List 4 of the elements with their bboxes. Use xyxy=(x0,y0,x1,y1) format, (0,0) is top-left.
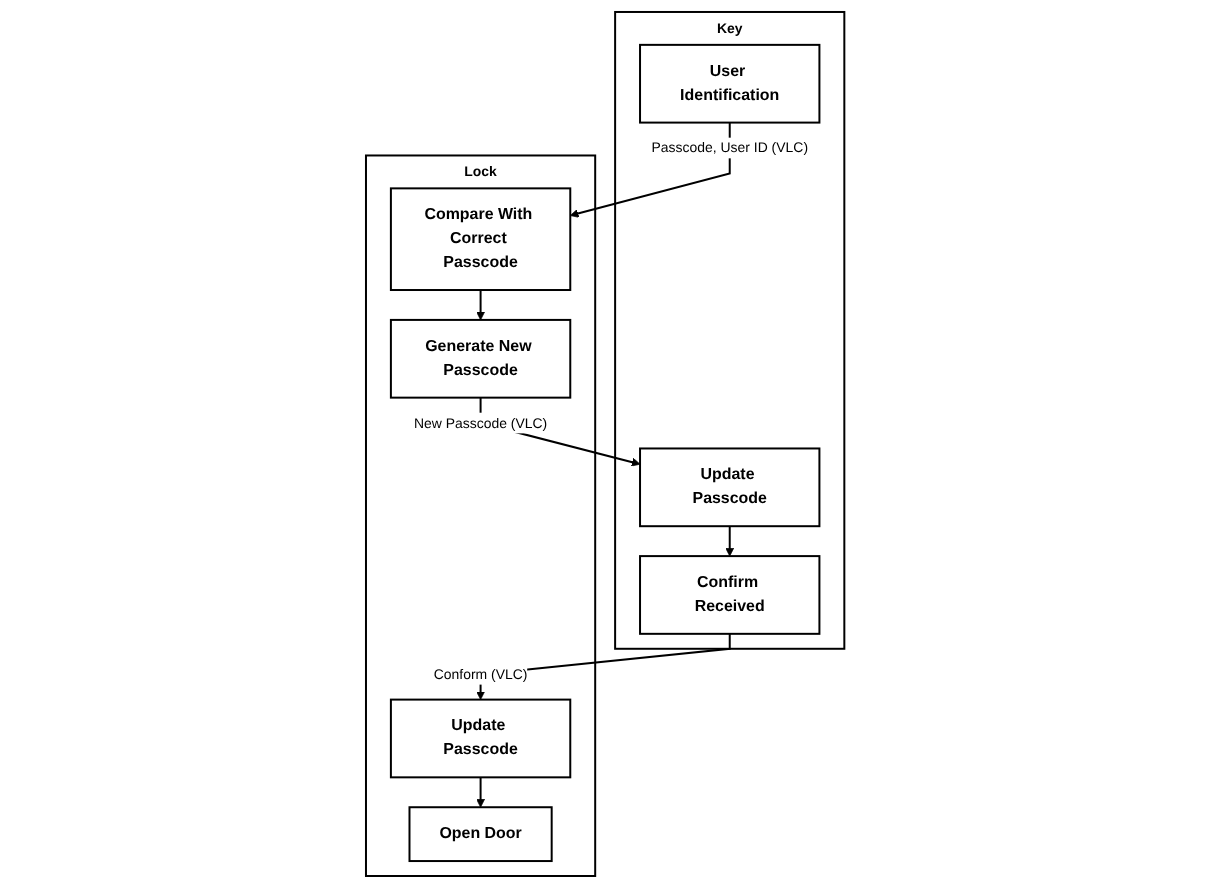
arrow xyxy=(476,289,485,321)
arrow xyxy=(725,525,734,557)
arrow xyxy=(476,776,485,808)
arrow xyxy=(569,121,731,218)
